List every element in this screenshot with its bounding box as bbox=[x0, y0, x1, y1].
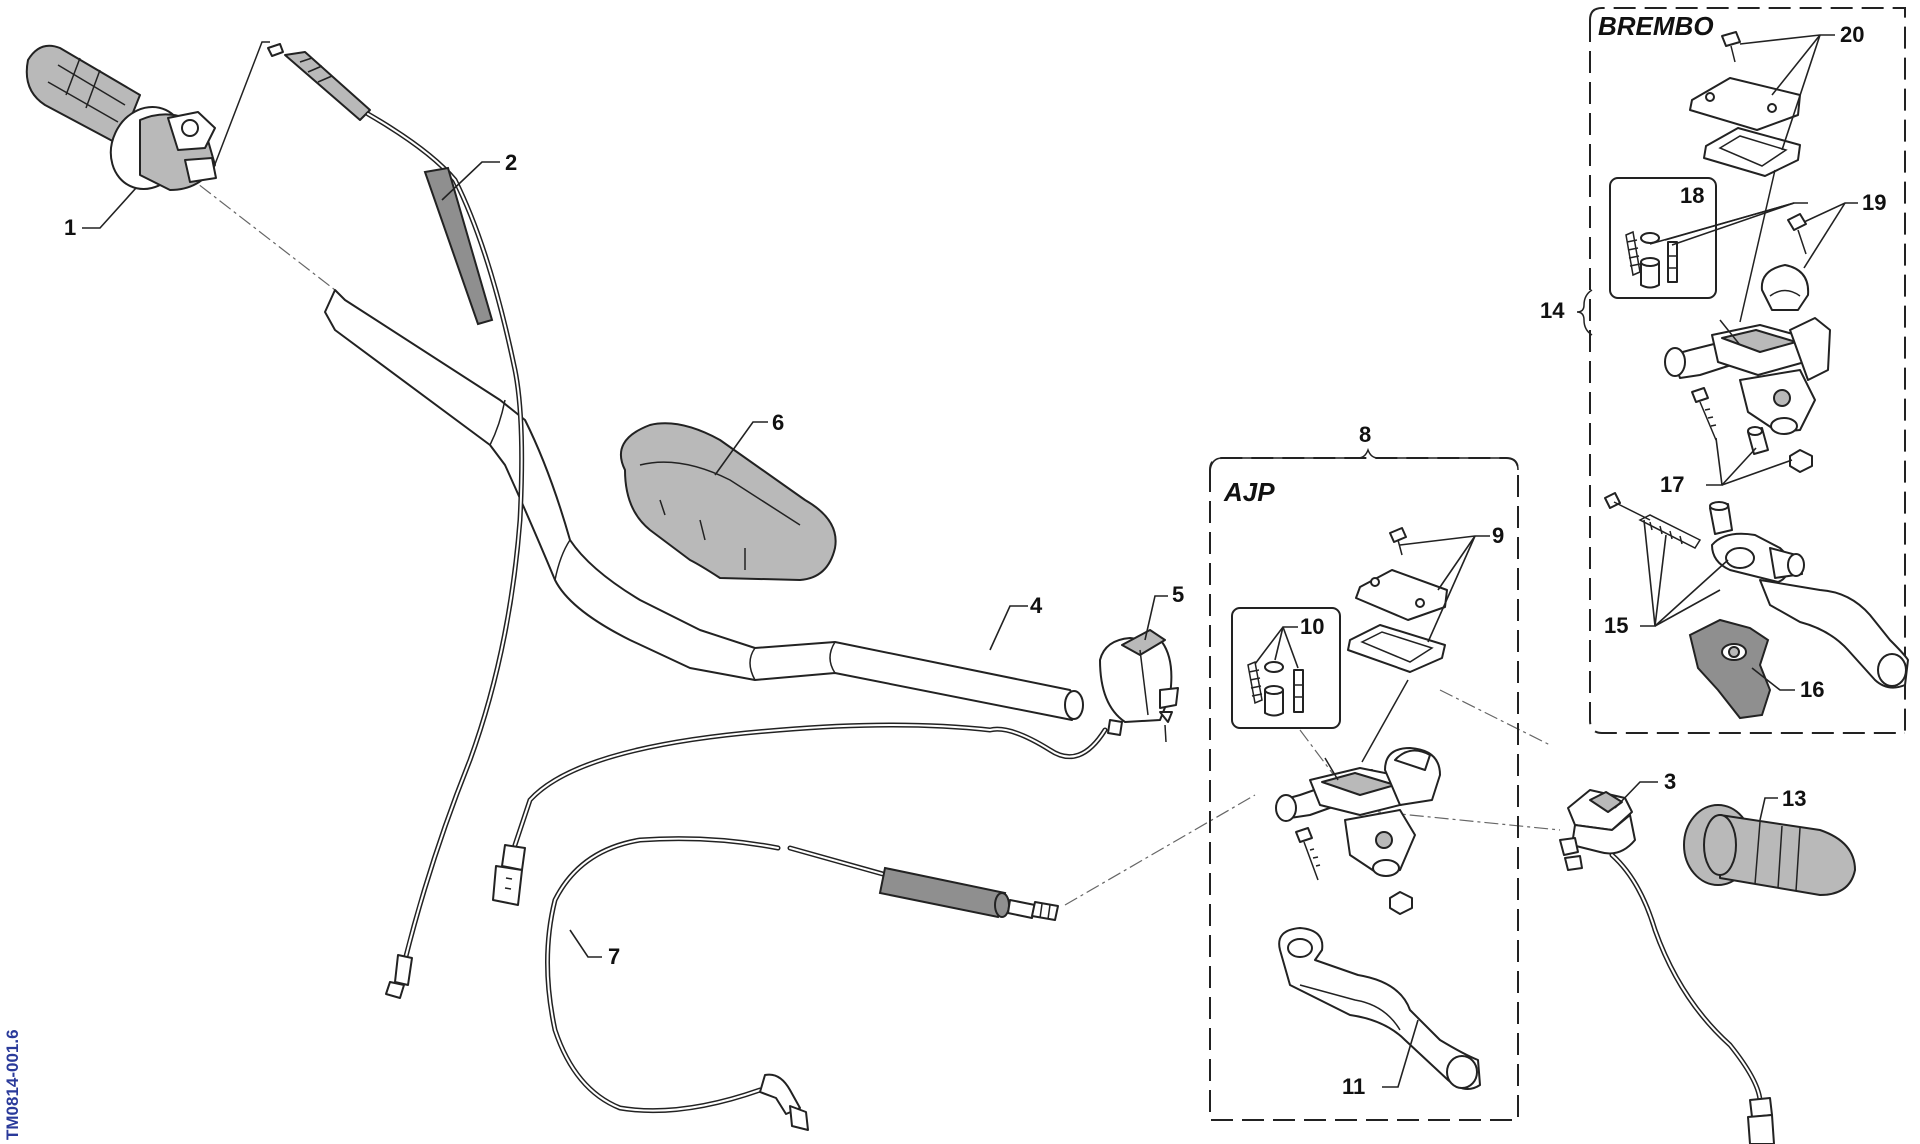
throttle-cable bbox=[267, 43, 525, 999]
callout-9: 9 bbox=[1492, 523, 1504, 548]
callout-16: 16 bbox=[1800, 677, 1824, 702]
callout-8: 8 bbox=[1359, 422, 1371, 447]
ajp-seal-kit-inset bbox=[1231, 607, 1341, 729]
right-grip bbox=[1683, 804, 1856, 896]
callout-numbers: 1 2 3 4 5 6 7 8 9 10 11 13 14 15 16 17 1… bbox=[64, 22, 1886, 1099]
callout-3: 3 bbox=[1664, 769, 1676, 794]
right-switch bbox=[1559, 789, 1775, 1144]
callout-6: 6 bbox=[772, 410, 784, 435]
brembo-group-label: BREMBO bbox=[1598, 11, 1714, 41]
callout-19: 19 bbox=[1862, 190, 1886, 215]
callout-17: 17 bbox=[1660, 472, 1684, 497]
callout-18: 18 bbox=[1680, 183, 1704, 208]
ajp-master-cylinder bbox=[1275, 527, 1448, 915]
clutch-cable bbox=[545, 836, 1059, 1131]
lever-cover bbox=[1688, 618, 1772, 720]
brembo-brake-lever bbox=[1604, 492, 1909, 689]
callout-13: 13 bbox=[1782, 786, 1806, 811]
ajp-clutch-lever bbox=[1278, 927, 1481, 1090]
handlebar bbox=[324, 289, 1084, 721]
brembo-master-cylinder bbox=[1664, 31, 1831, 473]
switch-wire bbox=[492, 722, 1108, 906]
callout-1: 1 bbox=[64, 215, 76, 240]
callout-14: 14 bbox=[1540, 298, 1565, 323]
drawing-code: TM0814-001.6 bbox=[3, 1029, 22, 1140]
callout-20: 20 bbox=[1840, 22, 1864, 47]
ajp-group-frame: AJP bbox=[1209, 447, 1519, 1121]
callout-leaders bbox=[82, 34, 1858, 1088]
brembo-seal-kit-inset bbox=[1609, 177, 1717, 299]
callout-7: 7 bbox=[608, 944, 620, 969]
callout-10: 10 bbox=[1300, 614, 1324, 639]
handlebar-pad bbox=[620, 422, 837, 581]
left-switch bbox=[1099, 629, 1179, 743]
callout-2: 2 bbox=[505, 150, 517, 175]
callout-15: 15 bbox=[1604, 613, 1628, 638]
callout-4: 4 bbox=[1030, 593, 1043, 618]
throttle-grip bbox=[25, 44, 217, 191]
brembo-group-frame: BREMBO bbox=[1576, 7, 1906, 734]
callout-11: 11 bbox=[1342, 1074, 1365, 1099]
ajp-group-label: AJP bbox=[1223, 477, 1275, 507]
callout-5: 5 bbox=[1172, 582, 1184, 607]
